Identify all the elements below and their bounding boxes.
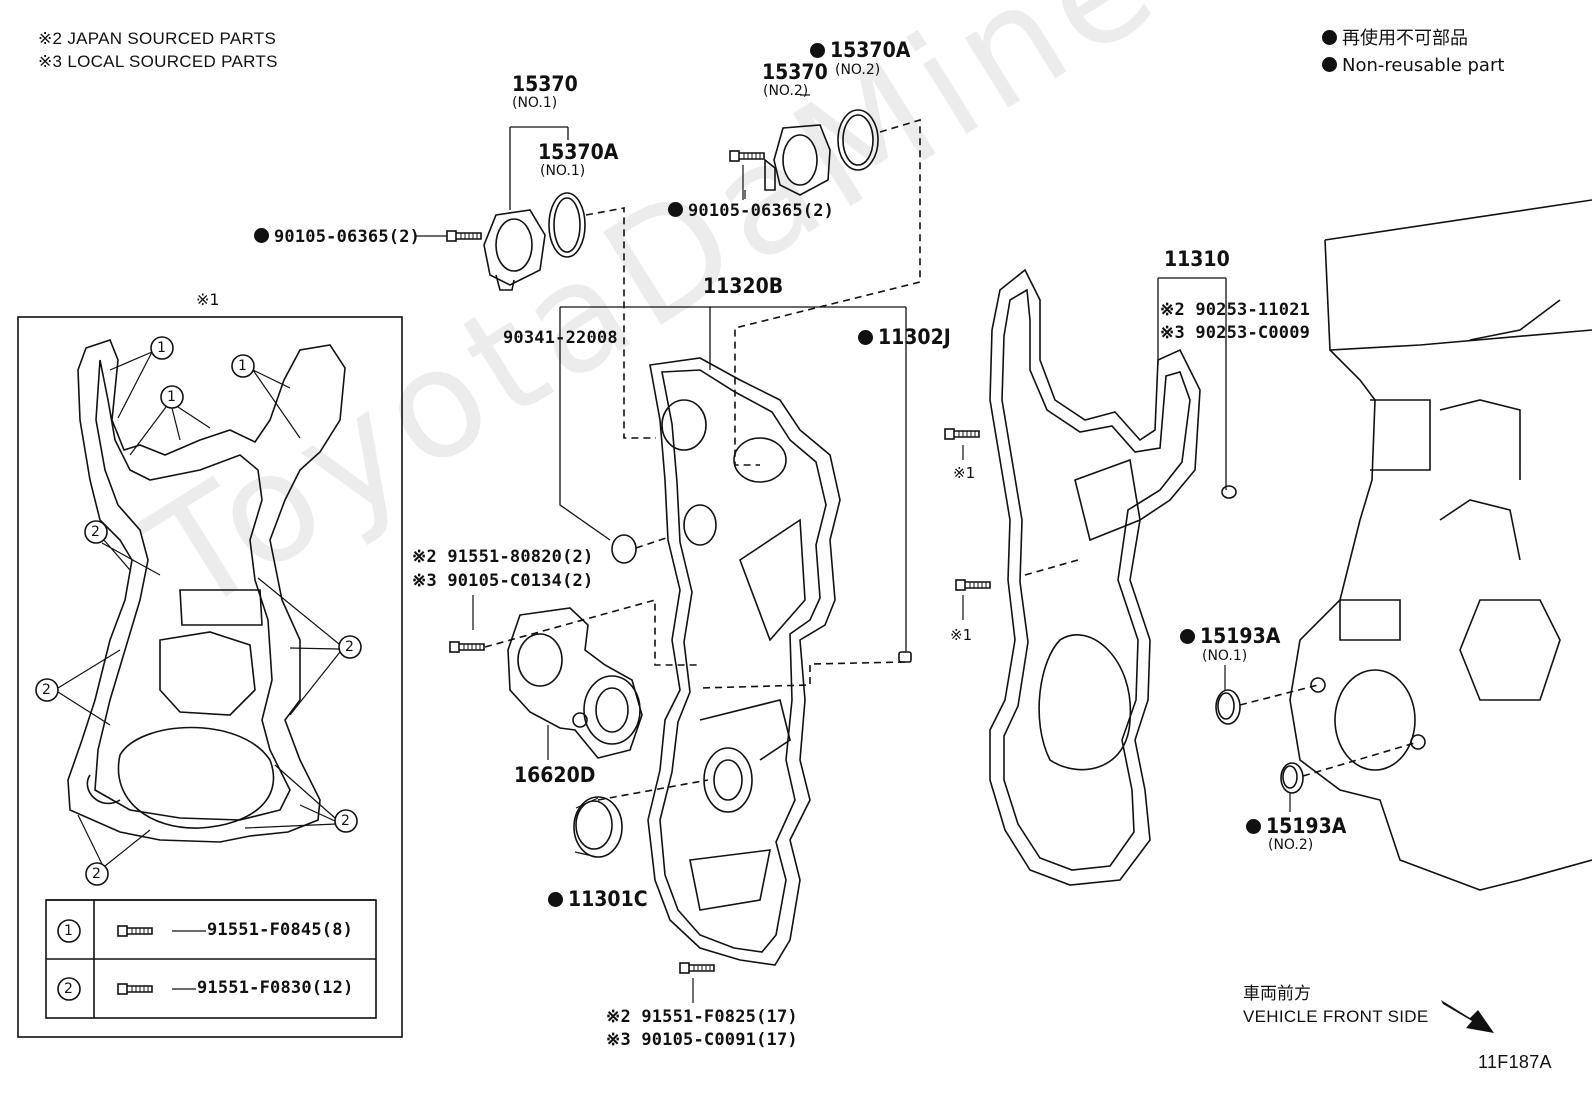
inset-frame [17,316,403,1038]
legend-en-text: Non-reusable part [1342,55,1505,76]
part-15370-no2[interactable]: 15370 [762,60,828,84]
part-11301C[interactable]: 11301C [548,889,648,910]
bullet-icon [1322,30,1337,45]
part-11320B[interactable]: 11320B [703,274,784,298]
part-15193A-no2-sub: (NO.2) [1268,837,1314,853]
nonreusable-icon [1246,819,1261,834]
part-91551-F0830[interactable]: 91551-F0830(12) [197,978,354,998]
gear-case-outline [989,268,1201,886]
part-90105-C0091[interactable]: ※3 90105-C0091(17) [606,1030,798,1050]
part-90105-06365-b-text: 90105-06365(2) [688,201,835,221]
note-japan-sourced: ※2 JAPAN SOURCED PARTS [38,29,277,48]
part-90341-22008[interactable]: 90341-22008 [503,328,618,348]
gasket-outline [67,339,346,843]
part-90253-C0009[interactable]: ※3 90253-C0009 [1160,323,1311,343]
nonreusable-icon [810,43,825,58]
part-11301C-text: 11301C [568,887,648,911]
nonreusable-icon [668,202,683,217]
part-91551-F0825[interactable]: ※2 91551-F0825(17) [606,1007,798,1027]
bullet-icon [1322,57,1337,72]
part-15370A-no2-sub: (NO.2) [835,62,881,78]
part-11302J[interactable]: 11302J [858,327,951,348]
part-15370A-no2[interactable]: 15370A [810,40,910,61]
part-15370-no1[interactable]: 15370 [512,72,578,96]
part-91551-80820[interactable]: ※2 91551-80820(2) [412,547,594,567]
mark-1-upper: ※1 [953,464,976,482]
inset-mark: ※1 [196,290,220,309]
table-row2-callout: 2 [64,981,73,997]
legend-jp: 再使用不可部品 [1322,30,1468,48]
part-15370A-no1[interactable]: 15370A [538,140,619,164]
callout-2: 2 [92,866,101,882]
nonreusable-icon [548,892,563,907]
note-local-sourced: ※3 LOCAL SOURCED PARTS [38,52,278,71]
part-15193A-no1-sub: (NO.1) [1202,648,1248,664]
part-90105-06365-a[interactable]: 90105-06365(2) [254,228,420,246]
table-row1-callout: 1 [64,923,73,939]
legend-jp-text: 再使用不可部品 [1342,28,1468,49]
callout-1: 1 [167,389,176,405]
vehicle-front-arrow [1441,1000,1494,1033]
callout-1: 1 [157,340,166,356]
part-15370A-no2-text: 15370A [830,38,911,62]
part-15193A-no2-text: 15193A [1266,814,1347,838]
nonreusable-icon [254,228,269,243]
part-16620D[interactable]: 16620D [514,763,596,787]
callout-1: 1 [238,358,247,374]
mark-1-lower: ※1 [950,626,973,644]
part-91551-F0845[interactable]: 91551-F0845(8) [207,920,354,940]
nonreusable-icon [858,330,873,345]
callout-2: 2 [341,813,350,829]
timing-cover-outline [647,357,841,966]
callout-2: 2 [345,639,354,655]
part-11310[interactable]: 11310 [1164,247,1230,271]
vehicle-front-en: VEHICLE FRONT SIDE [1243,1007,1429,1026]
engine-block-outline [1289,199,1592,891]
part-11302J-text: 11302J [878,325,951,349]
part-90105-06365-b[interactable]: 90105-06365(2) [668,202,834,220]
callout-2: 2 [91,524,100,540]
part-15370A-no1-sub: (NO.1) [540,163,586,179]
part-90253-11021[interactable]: ※2 90253-11021 [1160,300,1311,320]
callout-2: 2 [42,682,51,698]
nonreusable-icon [1180,629,1195,644]
legend-en: Non-reusable part [1322,57,1504,75]
part-15193A-no1[interactable]: 15193A [1180,626,1280,647]
vehicle-front-jp: 車両前方 [1243,984,1311,1004]
part-15370-no2-sub: (NO.2) [763,83,809,99]
part-15193A-no2[interactable]: 15193A [1246,816,1346,837]
part-90105-06365-a-text: 90105-06365(2) [274,227,421,247]
part-15193A-no1-text: 15193A [1200,624,1281,648]
figure-id: 11F187A [1478,1052,1552,1072]
part-15370-no1-sub: (NO.1) [512,95,558,111]
part-90105-C0134[interactable]: ※3 90105-C0134(2) [412,571,594,591]
